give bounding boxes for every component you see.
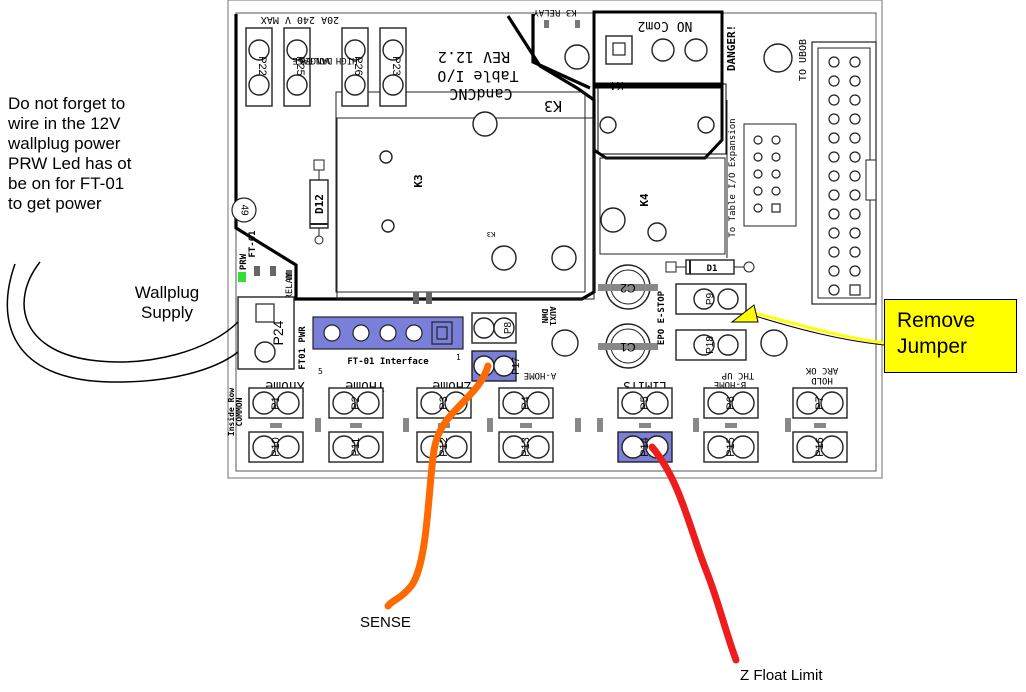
terminal-label: P11 xyxy=(350,438,362,457)
table-io-label: Table I/O xyxy=(437,67,518,85)
d1-label: D1 xyxy=(707,264,718,274)
input-terminal: P14 xyxy=(617,431,673,463)
top-connector-label: P25 xyxy=(294,56,306,76)
svg-text:DWN: DWN xyxy=(540,309,549,324)
ft01-label: FT-01 xyxy=(248,230,258,257)
d12-label: D12 xyxy=(313,194,326,214)
sense-wire xyxy=(384,362,492,610)
voltage-rating: 20A 240 V MAX xyxy=(261,14,339,25)
ubob-header-pins xyxy=(828,56,861,296)
arc-ok-label: ARC OK xyxy=(805,365,838,375)
input-terminal: P16 xyxy=(792,431,848,463)
danger-high-voltage-line1: DANGER xyxy=(299,55,332,65)
danger-label: DANGER! xyxy=(725,25,738,71)
prw-label: PRW xyxy=(239,253,249,270)
prw-led xyxy=(238,272,246,282)
terminal-label: P3 xyxy=(438,396,450,409)
input-terminal: P13 xyxy=(498,431,554,463)
wallplug-wire-2 xyxy=(6,263,239,383)
terminal-label: P2 xyxy=(350,396,362,409)
sense-label: SENSE xyxy=(360,614,411,631)
p24-label: P24 xyxy=(270,320,286,345)
candcnc-label: CandCNC xyxy=(449,85,512,103)
input-terminal: P15 xyxy=(703,431,759,463)
top-connector-label: P26 xyxy=(352,56,364,76)
terminal-label: P7 xyxy=(814,396,826,409)
terminal-label: P6 xyxy=(725,396,737,409)
input-terminal: P11 xyxy=(328,431,384,463)
k3-label-top: K3 xyxy=(544,97,562,115)
k3-label: K3 xyxy=(412,174,425,187)
wallplug-wire-1 xyxy=(23,261,239,363)
input-terminal: P6 xyxy=(703,387,759,419)
ft01-pwr-label: FT01 PWR xyxy=(298,326,308,370)
input-terminal: P12 xyxy=(416,431,472,463)
k3-relay-label: K3 RELAY xyxy=(533,7,577,17)
terminal-label: P4 xyxy=(520,396,532,409)
svg-text:AUX1: AUX1 xyxy=(548,306,557,325)
p18-label: P18 xyxy=(705,336,716,354)
wallplug-note: Do not forget to wire in the 12V wallplu… xyxy=(8,94,132,213)
top-connector-label: P22 xyxy=(256,56,268,76)
inside-row-label: Inside Row xyxy=(226,388,236,436)
a-home-label: A-HOME xyxy=(524,370,557,380)
to-table-io-label: To Table I/O Expansion xyxy=(728,118,738,237)
top-connector-label: P23 xyxy=(390,56,402,76)
c2-label: C2 xyxy=(620,281,636,295)
p8-label: P8 xyxy=(503,321,514,334)
c1-label: C1 xyxy=(620,340,636,354)
svg-text:K3: K3 xyxy=(487,230,495,238)
epo-estop-label: EPO E-STOP xyxy=(657,290,667,345)
danger-high-voltage-line2: HIGH VOLTAGE xyxy=(292,55,357,65)
z-float-wire xyxy=(648,443,740,664)
input-terminal: P2 xyxy=(328,387,384,419)
svg-text:5: 5 xyxy=(318,367,323,376)
svg-text:K4: K4 xyxy=(610,79,624,92)
callout-leader xyxy=(751,314,885,346)
z-float-limit-label: Z Float Limit xyxy=(740,667,823,684)
terminal-label: P1 xyxy=(270,396,282,409)
input-terminal: P10 xyxy=(248,431,304,463)
common-label: COMMON xyxy=(235,397,244,426)
input-terminal: P5 xyxy=(617,387,673,419)
input-terminal: P3 xyxy=(416,387,472,419)
p17-label: P17 xyxy=(511,357,522,375)
terminal-label: P16 xyxy=(814,437,826,457)
input-row-bottom: P10 P11 P12 P13 P14 P15 P16 xyxy=(248,431,848,463)
input-terminal: P4 xyxy=(498,387,554,419)
callout-arrowhead xyxy=(730,304,759,323)
terminal-label: P14 xyxy=(639,437,651,457)
relay-label: RELAY xyxy=(285,272,295,300)
callout-arrow xyxy=(753,311,885,345)
terminal-label: P10 xyxy=(270,437,282,457)
hold-label: HOLD xyxy=(811,375,833,385)
terminal-label: P13 xyxy=(520,437,532,457)
badge-49: 49 xyxy=(238,204,249,216)
input-row-top: P1 P2 P3 P4 P5 P6 P7 xyxy=(248,387,848,419)
terminal-label: P15 xyxy=(725,437,737,457)
rev-label: REV 12.2 xyxy=(438,48,510,66)
to-ubob-label: TO UBOB xyxy=(798,39,809,81)
terminal-label: P5 xyxy=(639,396,651,409)
no-com2-label: NO Com2 xyxy=(638,18,693,33)
top-terminal-blocks xyxy=(245,27,407,107)
p9-label: P9 xyxy=(705,292,716,305)
ft01-interface-label: FT-01 Interface xyxy=(347,357,429,367)
wallplug-supply-label: Wallplug Supply xyxy=(134,283,200,322)
input-terminal: P1 xyxy=(248,387,304,419)
remove-jumper-callout: Remove Jumper xyxy=(884,299,1017,373)
k4-label: K4 xyxy=(638,193,651,207)
terminal-label: P12 xyxy=(438,437,450,457)
input-terminal: P7 xyxy=(792,387,848,419)
thc-up-label: THC UP xyxy=(721,370,754,380)
svg-text:1: 1 xyxy=(456,353,461,362)
b-home-label: B-HOME xyxy=(714,379,747,389)
